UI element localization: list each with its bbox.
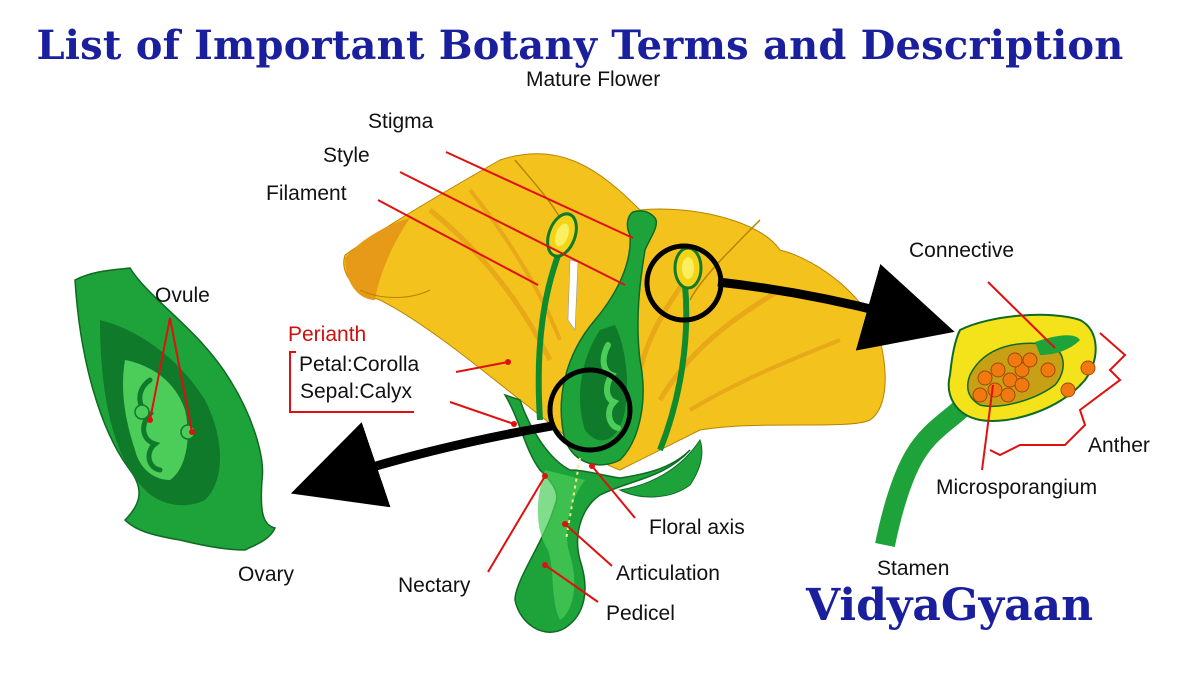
label-ovary: Ovary: [238, 563, 295, 586]
label-anther: Anther: [1088, 434, 1150, 457]
page-title: List of Important Botany Terms and Descr…: [36, 22, 1124, 69]
label-microsporangium: Microsporangium: [936, 476, 1098, 499]
filament-left: [535, 248, 563, 421]
arrow-to-stamen: [717, 263, 955, 351]
label-articulation: Articulation: [616, 562, 720, 585]
label-stigma: Stigma: [368, 110, 434, 133]
label-stamen: Stamen: [877, 557, 950, 580]
arrow-to-ovary: [290, 421, 553, 508]
brand-name: VidyaGyaan: [806, 580, 1094, 631]
stamen-detail: [875, 313, 1097, 547]
label-connective: Connective: [909, 239, 1015, 262]
leader-lines: [149, 151, 1127, 603]
petal-left-lip: [359, 289, 431, 298]
label-style: Style: [323, 144, 370, 167]
filament-right: [657, 284, 690, 452]
diagram-subtitle: Mature Flower: [526, 68, 661, 91]
label-floral-axis: Floral axis: [649, 516, 745, 539]
petal-fold: [345, 218, 410, 300]
label-filament: Filament: [266, 182, 347, 205]
label-pedicel: Pedicel: [606, 602, 675, 625]
ovary-highlight-circle: [547, 367, 633, 453]
label-nectary: Nectary: [398, 574, 471, 597]
mature-flower: [343, 153, 886, 633]
label-sepal-calyx: Sepal:Calyx: [300, 380, 413, 403]
pollen-grains: [972, 352, 1096, 403]
label-petal-corolla: Petal:Corolla: [299, 353, 420, 376]
label-perianth: Perianth: [288, 323, 367, 346]
ovary-detail: [74, 267, 277, 551]
label-ovule: Ovule: [155, 284, 210, 307]
